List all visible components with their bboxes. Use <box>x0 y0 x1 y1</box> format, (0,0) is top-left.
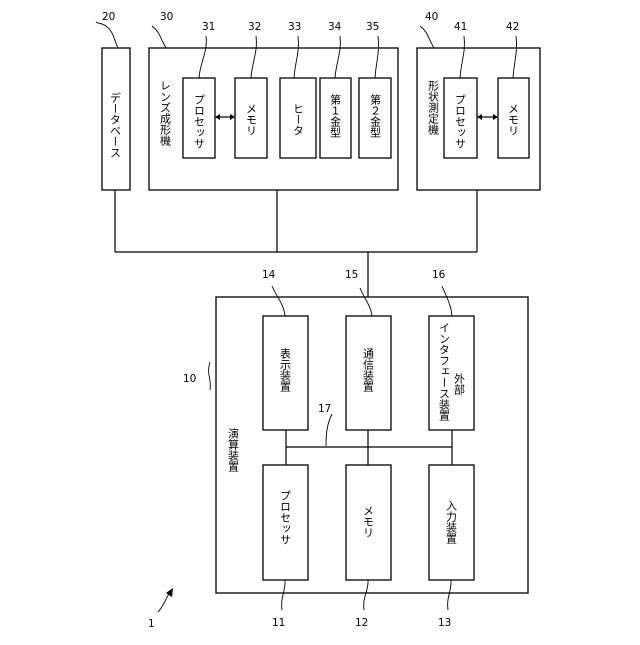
database-ref: 20 <box>102 11 115 23</box>
system-arrowhead-icon <box>166 588 173 597</box>
heater-label: ヒータ <box>292 103 305 136</box>
lens-memory-label: メモリ <box>245 103 258 136</box>
memory-label: メモリ <box>362 505 375 538</box>
shape-memory-ref: 42 <box>506 21 519 33</box>
external-interface-label-line2: インタフェース装置 <box>438 322 451 421</box>
database-group: データベース 20 <box>96 11 130 190</box>
second-mold-label: 第２金型 <box>369 93 382 138</box>
shape-memory-label: メモリ <box>507 103 520 136</box>
processor-ref: 11 <box>272 617 285 629</box>
input-device-ref: 13 <box>438 617 451 629</box>
lens-molding-machine-group: レンズ成形機 30 プロセッサ 31 メモリ 32 ヒータ 33 第１金型 34… <box>149 11 398 190</box>
input-device-label: 入力装置 <box>445 500 458 544</box>
second-mold-ref: 35 <box>366 21 379 33</box>
lens-processor-label: プロセッサ <box>193 94 206 149</box>
system-ref: 1 <box>148 618 155 630</box>
first-mold-label: 第１金型 <box>329 93 342 138</box>
internal-bus-ref: 17 <box>318 403 331 415</box>
shape-processor-ref: 41 <box>454 21 467 33</box>
database-leader <box>96 22 118 48</box>
communication-device-label: 通信装置 <box>362 348 375 392</box>
shape-measuring-machine-leader <box>420 26 434 48</box>
shape-measuring-machine-group: 形状測定機 40 プロセッサ 41 メモリ 42 <box>417 11 540 190</box>
communication-device-ref: 15 <box>345 269 358 281</box>
computing-device-leader <box>209 362 211 390</box>
shape-measuring-machine-title: 形状測定機 <box>427 80 440 136</box>
database-label: データベース <box>109 91 122 158</box>
external-interface-label-line1: 外部 <box>453 373 466 395</box>
computing-device-group: 演算装置 10 17 表示装置 14 通信装置 15 外部 インタフェース装置 … <box>183 269 528 629</box>
display-device-label: 表示装置 <box>279 347 292 392</box>
memory-ref: 12 <box>355 617 368 629</box>
shape-processor-label: プロセッサ <box>454 94 467 149</box>
external-interface-ref: 16 <box>432 269 446 281</box>
shape-measuring-machine-ref: 40 <box>425 11 438 23</box>
processor-label: プロセッサ <box>279 490 292 545</box>
display-device-ref: 14 <box>262 269 276 281</box>
computing-device-ref: 10 <box>183 373 196 385</box>
heater-ref: 33 <box>288 21 301 33</box>
lens-memory-ref: 32 <box>248 21 261 33</box>
external-interface-box <box>429 316 474 430</box>
lens-molding-machine-leader <box>152 26 166 48</box>
computing-device-title: 演算装置 <box>227 427 240 472</box>
lens-molding-machine-title: レンズ成形機 <box>159 80 172 147</box>
lens-processor-ref: 31 <box>202 21 215 33</box>
lens-molding-machine-ref: 30 <box>160 11 173 23</box>
system-leader <box>158 592 170 612</box>
system-reference-group: 1 <box>148 588 173 630</box>
first-mold-ref: 34 <box>328 21 342 33</box>
